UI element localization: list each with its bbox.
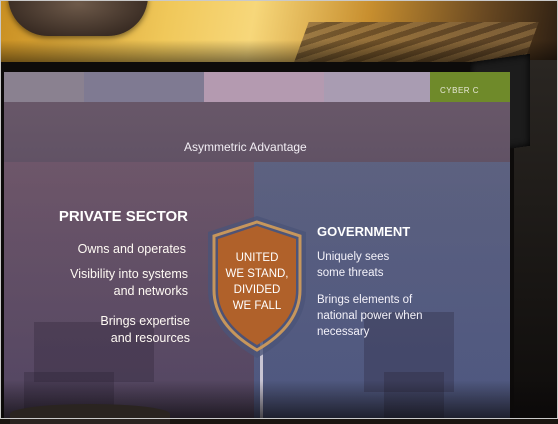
private-sector-heading: PRIVATE SECTOR (58, 208, 188, 225)
government-item: Uniquely sees some threats (317, 251, 390, 279)
top-bar-segment (4, 72, 84, 102)
slide-top-bar: CYBER C (4, 72, 510, 102)
private-sector-item: Brings expertise and resources (100, 314, 190, 345)
shield-line: WE FALL (232, 300, 282, 312)
banner-tag: CYBER C (440, 86, 480, 95)
top-bar-segment (324, 72, 430, 102)
government-heading: GOVERNMENT (317, 224, 411, 239)
private-sector-item: Visibility into systems and networks (70, 267, 188, 298)
top-bar-segment-cyber: CYBER C (430, 72, 510, 102)
chandelier (8, 0, 148, 36)
shield-line: UNITED (235, 252, 279, 264)
top-bar-segment (204, 72, 324, 102)
audience-heads (10, 404, 170, 424)
shield-outline (212, 220, 302, 352)
shield-text: UNITED WE STAND, DIVIDED WE FALL (202, 250, 312, 314)
shield-icon (208, 216, 306, 358)
shield: UNITED WE STAND, DIVIDED WE FALL (202, 212, 312, 362)
slide-title: Asymmetric Advantage (184, 140, 307, 154)
private-sector-item: Owns and operates (77, 242, 186, 256)
government-item: Brings elements of national power when n… (317, 294, 423, 338)
shield-fill (218, 226, 296, 345)
shield-line: WE STAND, (225, 268, 289, 280)
top-bar-segment (84, 72, 204, 102)
shield-line: DIVIDED (233, 284, 281, 296)
